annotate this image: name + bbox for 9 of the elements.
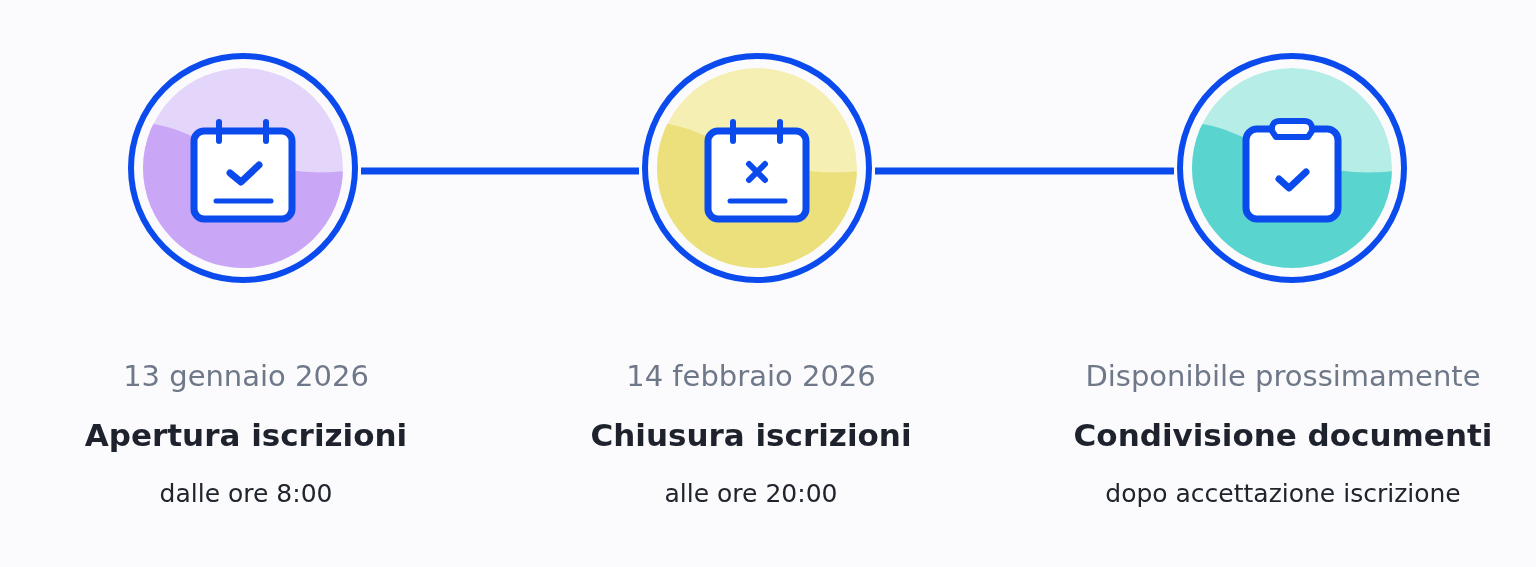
milestone-note: alle ore 20:00 — [664, 480, 838, 509]
milestone-title: Condivisione documenti — [1073, 418, 1493, 454]
milestone-title: Chiusura iscrizioni — [590, 418, 912, 454]
milestone-date: 14 febbraio 2026 — [626, 360, 876, 394]
milestone-title: Apertura iscrizioni — [84, 418, 408, 454]
milestone-date: 13 gennaio 2026 — [123, 360, 369, 394]
milestone-note: dalle ore 8:00 — [159, 480, 333, 509]
milestone-note: dopo accettazione iscrizione — [1105, 480, 1461, 509]
milestone-date: Disponibile prossimamente — [1085, 360, 1481, 394]
